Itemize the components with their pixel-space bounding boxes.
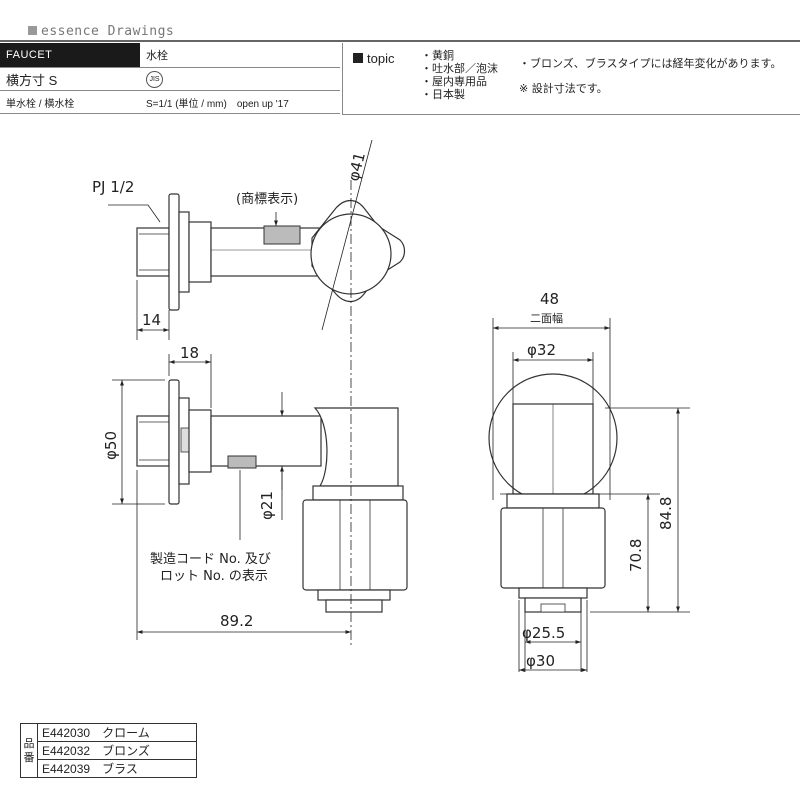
part-code: E442032 bbox=[42, 744, 91, 758]
front-elbow bbox=[313, 407, 399, 487]
dim-phi25-5: φ25.5 bbox=[522, 624, 565, 642]
topic-item: ・日本製 bbox=[421, 88, 465, 101]
top-view bbox=[136, 193, 406, 311]
front-code-plate bbox=[227, 455, 257, 469]
table-row: E442039 ブラス bbox=[37, 759, 197, 778]
top-nut bbox=[188, 221, 212, 283]
brand-square-icon bbox=[28, 26, 37, 35]
top-trademark-plate bbox=[263, 225, 301, 245]
dim-18: 18 bbox=[180, 344, 199, 362]
front-thread bbox=[136, 415, 170, 467]
header-rule bbox=[0, 40, 800, 42]
part-code: E442039 bbox=[42, 762, 91, 776]
nimen-label: 二面幅 bbox=[530, 312, 563, 325]
top-collar bbox=[178, 211, 190, 293]
topic-list: ・黄銅 ・吐水部／泡沫 ・屋内専用品 ・日本製 bbox=[421, 49, 498, 101]
dim-84-8: 84.8 bbox=[657, 497, 675, 530]
spec-header-table: FAUCET 水栓 横方寸 S JIS 単水栓 / 横水栓 S=1/1 (単位 … bbox=[0, 43, 340, 114]
parts-table: 品番 E442030 クローム E442032 ブロンズ E442039 ブラス bbox=[20, 723, 197, 778]
side-view bbox=[488, 373, 618, 613]
front-aerator-ring bbox=[317, 589, 391, 601]
parts-label: 品番 bbox=[20, 723, 38, 778]
jis-mark-icon: JIS bbox=[146, 70, 163, 88]
category-cell: FAUCET bbox=[0, 43, 140, 68]
part-finish: クローム bbox=[102, 726, 150, 740]
dim-89-2: 89.2 bbox=[220, 612, 253, 630]
table-row: E442032 ブロンズ bbox=[37, 741, 197, 760]
front-aerator bbox=[325, 599, 383, 613]
side-aerator-ring bbox=[518, 587, 588, 599]
topic-notes: ・ブロンズ、ブラスタイプには経年変化があります。 ※ 設計寸法です。 bbox=[519, 51, 781, 101]
topic-box: topic ・黄銅 ・吐水部／泡沫 ・屋内専用品 ・日本製 ・ブロンズ、ブラスタ… bbox=[342, 43, 800, 115]
side-coupling bbox=[506, 493, 600, 509]
table-row: E442030 クローム bbox=[37, 723, 197, 742]
trademark-note: (商標表示) bbox=[236, 192, 298, 207]
part-finish: ブラス bbox=[102, 762, 138, 776]
side-hex-nut bbox=[500, 507, 606, 589]
dim-14: 14 bbox=[142, 311, 161, 329]
front-flange bbox=[168, 379, 180, 505]
topic-item: ・屋内専用品 bbox=[421, 75, 487, 88]
topic-note: ・ブロンズ、ブラスタイプには経年変化があります。 bbox=[519, 57, 782, 70]
dim-phi50: φ50 bbox=[102, 431, 120, 460]
dim-phi30: φ30 bbox=[526, 652, 555, 670]
topic-square-icon bbox=[353, 53, 363, 63]
dim-48: 48 bbox=[540, 290, 559, 308]
pj-label: PJ 1/2 bbox=[92, 178, 134, 196]
dim-phi32: φ32 bbox=[527, 341, 556, 359]
dim-phi21: φ21 bbox=[258, 491, 276, 520]
front-view bbox=[136, 379, 408, 613]
top-flange bbox=[168, 193, 180, 311]
front-hex-nut bbox=[302, 499, 408, 591]
code-note-line2: ロット No. の表示 bbox=[160, 569, 268, 584]
model-cell: 横方寸 S bbox=[0, 67, 140, 91]
brand-title: essence Drawings bbox=[28, 24, 174, 39]
jis-cell: JIS bbox=[140, 67, 340, 91]
part-finish: ブロンズ bbox=[102, 744, 150, 758]
topic-item: ・黄銅 bbox=[421, 49, 454, 62]
topic-label: topic bbox=[353, 51, 394, 66]
dim-70-8: 70.8 bbox=[627, 539, 645, 572]
front-coupling bbox=[312, 485, 404, 501]
scale-cell: S=1/1 (単位 / mm) open up '17 bbox=[140, 90, 340, 114]
top-thread bbox=[136, 227, 170, 277]
topic-note: ※ 設計寸法です。 bbox=[519, 82, 608, 95]
front-nut bbox=[188, 409, 212, 473]
type-cell: 単水栓 / 横水栓 bbox=[0, 90, 140, 114]
category-jp-cell: 水栓 bbox=[140, 43, 340, 68]
code-note-line1: 製造コード No. 及び bbox=[150, 552, 271, 567]
part-code: E442030 bbox=[42, 726, 91, 740]
topic-item: ・吐水部／泡沫 bbox=[421, 62, 498, 75]
dim-phi41: φ41 bbox=[344, 150, 368, 182]
